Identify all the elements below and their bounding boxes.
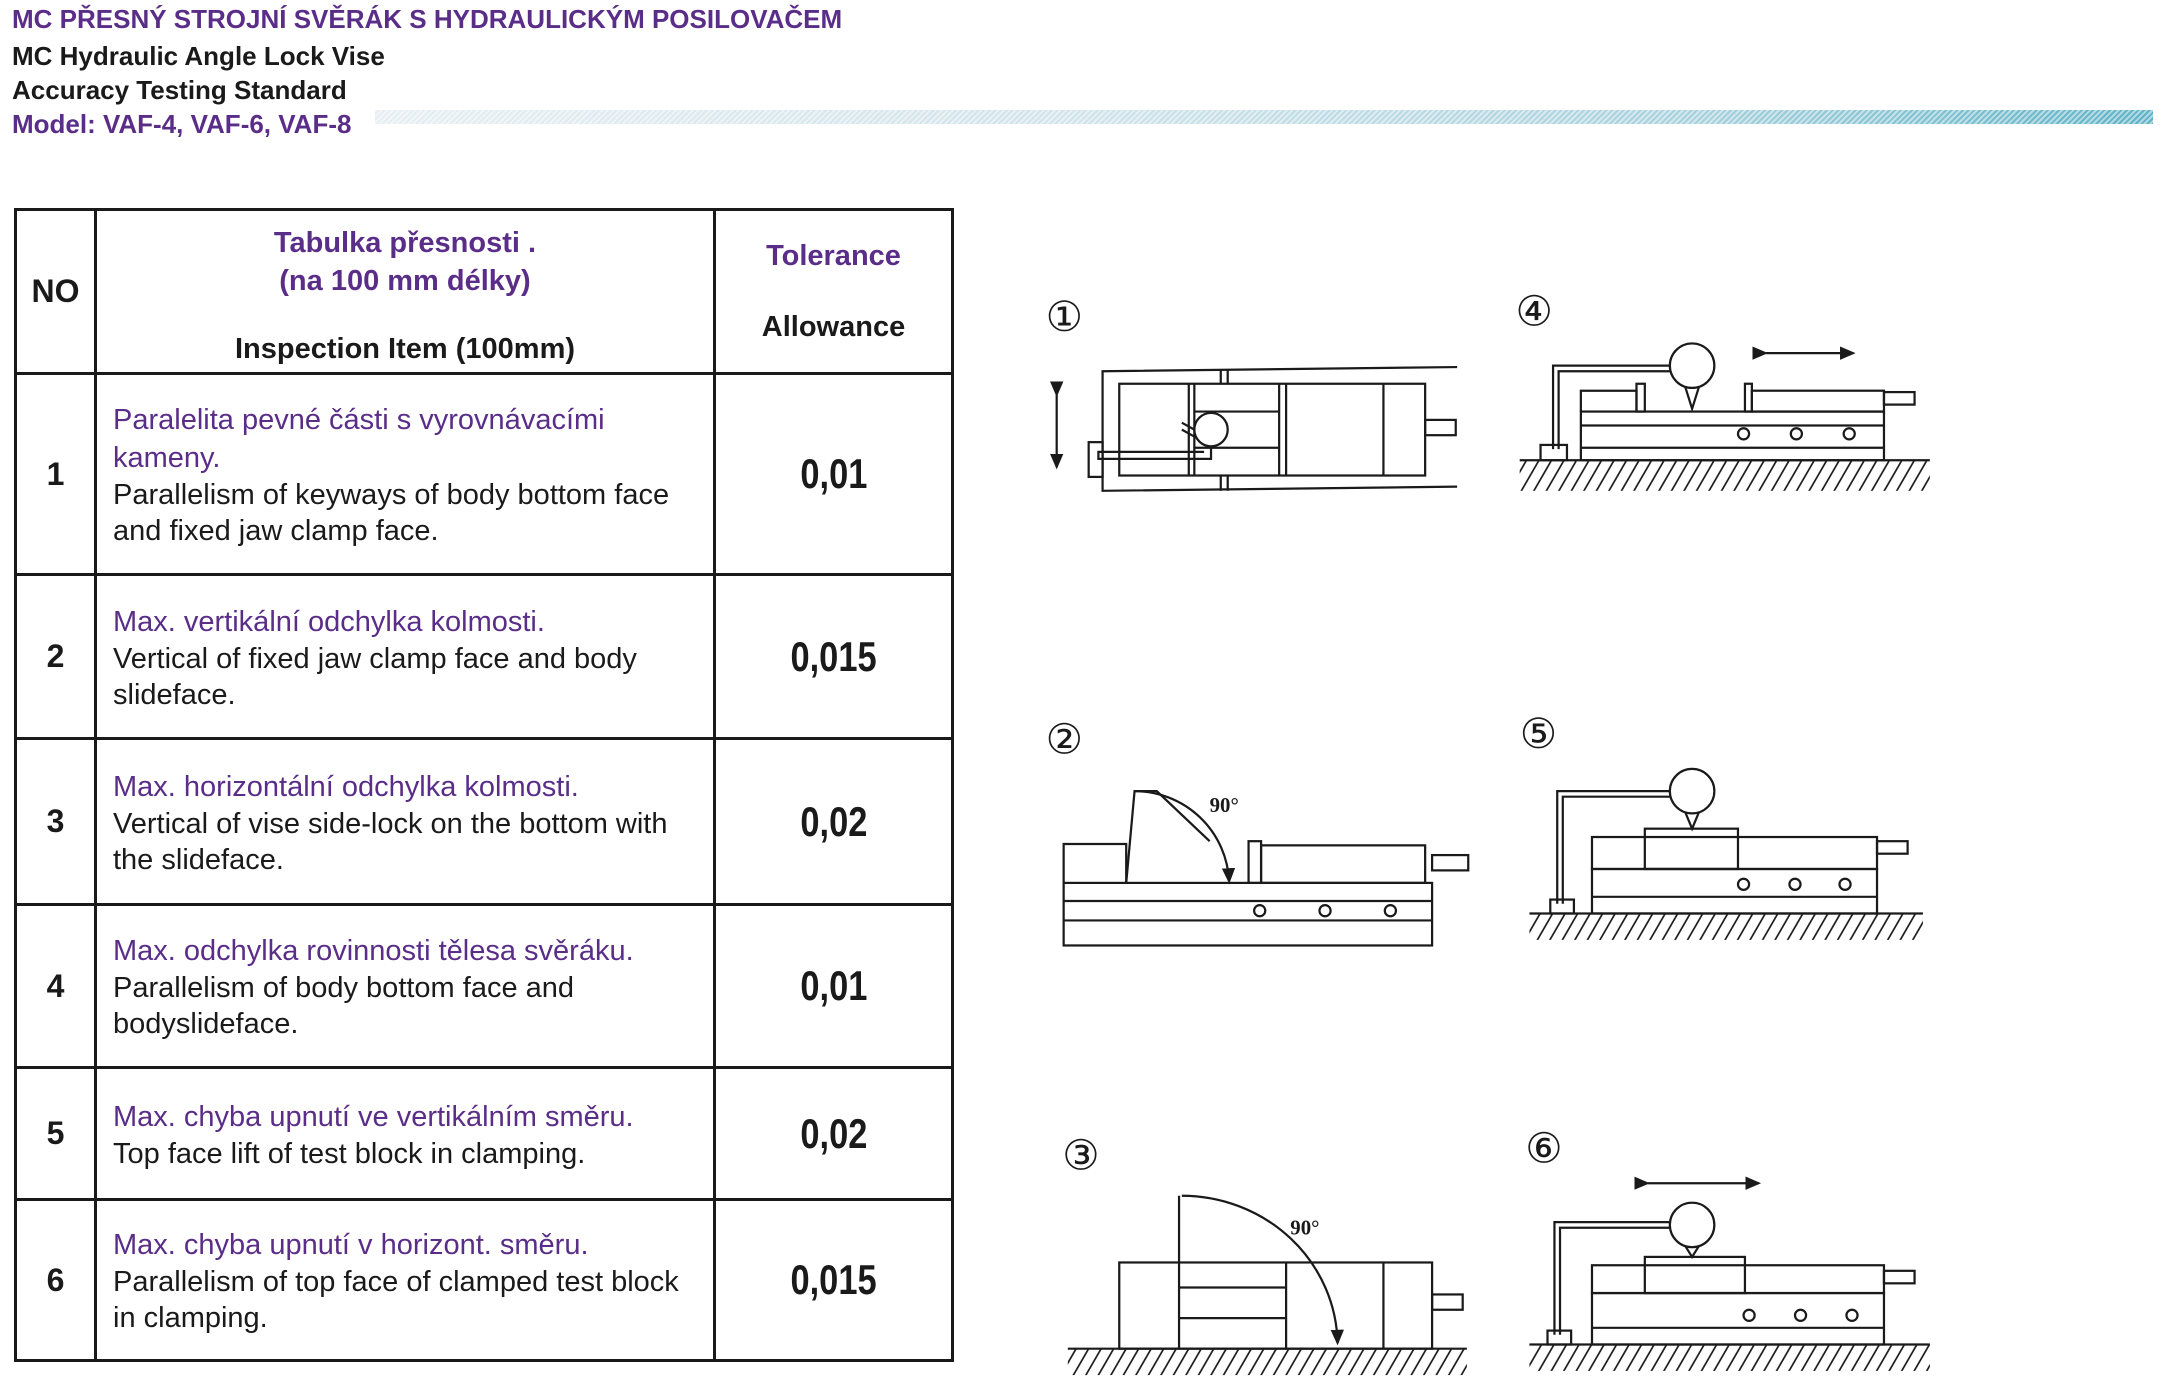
decorative-gradient-bar	[375, 110, 2153, 124]
row-value: 0,015	[790, 632, 877, 680]
dial-gauge-icon	[1668, 342, 1716, 390]
dial-gauge-icon	[1193, 411, 1229, 448]
row-en: Vertical of vise side-lock on the bottom…	[113, 807, 668, 876]
dial-gauge-icon	[1668, 767, 1716, 815]
diagram-5: ⑤	[1520, 709, 1923, 940]
row-value: 0,02	[799, 797, 868, 845]
model-line: Model: VAF-4, VAF-6, VAF-8	[12, 109, 352, 139]
header-item-en: Inspection Item (100mm)	[234, 332, 576, 365]
diagram-5-label: ⑤	[1520, 709, 1557, 758]
table-header-row: NO Tabulka přesnosti . (na 100 mm délky)…	[14, 208, 954, 375]
row-no: 4	[14, 903, 97, 1069]
angle-label: 90°	[1290, 1216, 1319, 1240]
table-row: 6 Max. chyba upnutí v horizont. směru. Pa…	[14, 1198, 954, 1362]
row-en: Vertical of fixed jaw clamp face and bod…	[113, 642, 637, 711]
header-tolerance-label: Tolerance	[766, 239, 901, 272]
header-no: NO	[14, 208, 97, 375]
diagram-4: ④	[1516, 286, 1930, 491]
row-cz: Max. chyba upnutí v horizont. směru.	[113, 1229, 589, 1261]
row-cz: Paralelita pevné části s vyrovnávacími k…	[113, 404, 605, 474]
table-row: 5 Max. chyba upnutí ve vertikálním směru…	[14, 1066, 954, 1201]
diagram-1-label: ①	[1046, 292, 1083, 341]
header-tolerance: Tolerance Allowance	[713, 208, 954, 375]
row-value: 0,01	[799, 450, 868, 497]
row-cz: Max. chyba upnutí ve vertikálním směru.	[113, 1100, 634, 1133]
row-cz: Max. odchylka rovinnosti tělesa svěráku.	[113, 935, 634, 967]
diagram-2-label: ②	[1046, 715, 1083, 764]
row-en: Parallelism of body bottom face and body…	[113, 972, 575, 1040]
dial-gauge-icon	[1668, 1201, 1716, 1249]
diagram-2: ② 90°	[1046, 715, 1470, 947]
row-value: 0,01	[799, 962, 868, 1009]
row-no: 2	[14, 573, 97, 740]
diagram-6: ⑥	[1525, 1123, 1930, 1371]
diagram-3: ③ 90°	[1062, 1130, 1467, 1376]
diagram-1: ①	[1046, 292, 1458, 492]
table-row: 2 Max. vertikální odchylka kolmosti. Vert…	[14, 573, 954, 740]
title-cz: MC PŘESNÝ STROJNÍ SVĚRÁK S HYDRAULICKÝM …	[12, 4, 843, 34]
title-en: MC Hydraulic Angle Lock Vise	[12, 41, 385, 71]
row-no: 1	[14, 372, 97, 576]
row-en: Parallelism of keyways of body bottom fa…	[113, 479, 670, 547]
header-item: Tabulka přesnosti . (na 100 mm délky) In…	[94, 208, 716, 375]
diagram-4-label: ④	[1516, 286, 1553, 335]
subtitle: Accuracy Testing Standard	[12, 75, 347, 105]
accuracy-table: NO Tabulka přesnosti . (na 100 mm délky)…	[14, 208, 954, 1362]
row-no: 5	[14, 1066, 97, 1201]
header-allowance-label: Allowance	[761, 310, 906, 343]
row-no: 6	[14, 1198, 97, 1362]
table-row: 3 Max. horizontální odchylka kolmosti. Ve…	[14, 737, 954, 906]
row-en: Top face lift of test block in clamping.	[113, 1137, 586, 1170]
row-value: 0,02	[799, 1109, 868, 1157]
diagram-3-label: ③	[1062, 1130, 1099, 1179]
table-row: 1 Paralelita pevné části s vyrovnávacími…	[14, 372, 954, 576]
header-item-cz-2: (na 100 mm délky)	[279, 264, 531, 297]
header-item-cz-1: Tabulka přesnosti .	[273, 226, 537, 259]
angle-label: 90°	[1210, 793, 1239, 817]
row-no: 3	[14, 737, 97, 906]
table-row: 4 Max. odchylka rovinnosti tělesa svěrák…	[14, 903, 954, 1069]
row-en: Parallelism of top face of clamped test …	[113, 1266, 679, 1334]
row-cz: Max. horizontální odchylka kolmosti.	[113, 770, 579, 803]
row-value: 0,015	[790, 1256, 877, 1303]
row-cz: Max. vertikální odchylka kolmosti.	[113, 605, 545, 638]
diagram-6-label: ⑥	[1525, 1123, 1562, 1172]
